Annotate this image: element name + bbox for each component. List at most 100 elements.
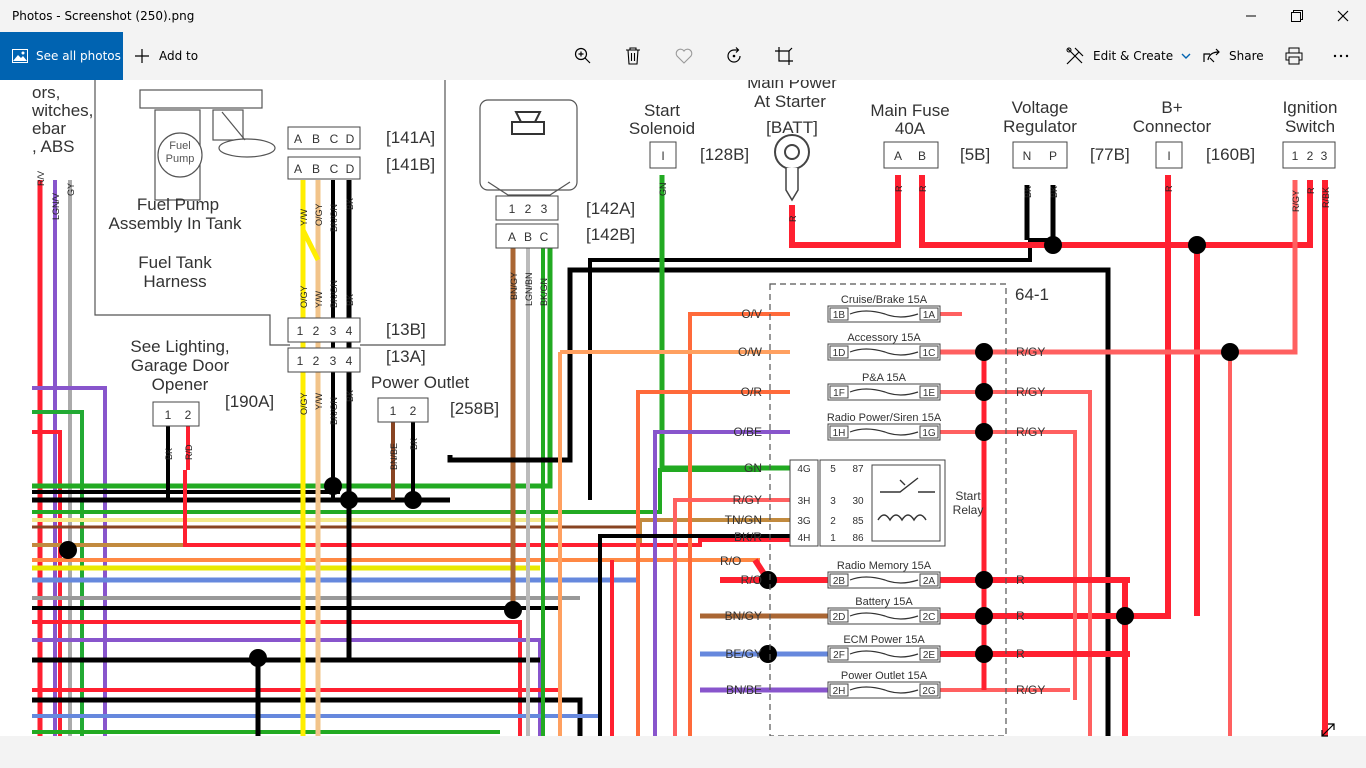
svg-text:BN/BE: BN/BE: [389, 443, 399, 470]
svg-text:Relay: Relay: [953, 503, 984, 517]
svg-text:B: B: [918, 149, 926, 163]
minimize-button[interactable]: [1228, 0, 1274, 32]
svg-text:R: R: [1164, 185, 1174, 192]
svg-text:D: D: [346, 132, 355, 146]
fuse-out-pin: 2A: [923, 576, 936, 587]
print-button[interactable]: [1285, 32, 1303, 80]
zoom-button[interactable]: [574, 32, 592, 80]
fuse-in-pin: 2D: [833, 612, 846, 623]
fuse-wire-label: O/W: [738, 345, 763, 359]
add-to-button[interactable]: Add to: [135, 32, 198, 80]
relay-wire-label: R/GY: [733, 493, 762, 507]
relay-pin: 4H: [798, 533, 811, 544]
svg-text:R: R: [894, 185, 904, 192]
relay-pin: 3G: [797, 516, 811, 527]
svg-text:Harness: Harness: [143, 272, 206, 291]
connector-141a: [141A]: [386, 128, 435, 147]
relay-wire-label: TN/GN: [725, 513, 762, 527]
fuse-out-pin: 1A: [923, 310, 936, 321]
svg-text:I: I: [1167, 149, 1170, 163]
svg-text:D: D: [346, 162, 355, 176]
fuse-wire-label: R/O: [741, 573, 762, 587]
fuse-in-pin: 1F: [833, 388, 845, 399]
fuel-pump-assembly-label: Assembly In Tank: [109, 214, 242, 233]
share-label: Share: [1229, 49, 1264, 63]
svg-text:R/BK: R/BK: [1321, 187, 1331, 208]
svg-text:Opener: Opener: [152, 375, 209, 394]
svg-text:A: A: [294, 162, 302, 176]
fuse-right-label: R/GY: [1016, 425, 1045, 439]
svg-text:2: 2: [185, 408, 192, 422]
box-label: 64-1: [1015, 285, 1049, 304]
fuse-name: Radio Power/Siren 15A: [827, 412, 942, 424]
svg-text:4: 4: [346, 354, 353, 368]
fuse-right-label: R: [1016, 573, 1025, 587]
main-fuse-label: Main Fuse: [870, 101, 949, 120]
relay-terminal-b: 30: [852, 496, 864, 507]
fuse-wire-label: BE/GY: [725, 647, 762, 661]
delete-button[interactable]: [625, 32, 641, 80]
svg-text:B: B: [312, 162, 320, 176]
share-button[interactable]: Share: [1203, 32, 1264, 80]
fuse-wire-label: O/BE: [733, 425, 762, 439]
ignition-label: Ignition: [1283, 98, 1338, 117]
fuse-right-label: R/GY: [1016, 385, 1045, 399]
svg-text:Y/W: Y/W: [314, 290, 324, 308]
crop-button[interactable]: [775, 32, 793, 80]
fuse-name: Power Outlet 15A: [841, 670, 928, 682]
expand-icon[interactable]: [1320, 722, 1336, 738]
relay-wire-label: BK/R: [734, 530, 762, 544]
crop-icon: [775, 47, 793, 65]
svg-text:R/V: R/V: [36, 171, 46, 186]
svg-text:1: 1: [509, 202, 516, 216]
power-outlet-label: Power Outlet: [371, 373, 470, 392]
svg-text:A: A: [508, 230, 516, 244]
svg-text:R: R: [1306, 187, 1316, 194]
svg-text:Pump: Pump: [166, 153, 195, 165]
restore-button[interactable]: [1274, 0, 1320, 32]
svg-text:R: R: [788, 215, 798, 222]
svg-text:3: 3: [1321, 149, 1328, 163]
svg-text:BK/GN: BK/GN: [329, 397, 339, 425]
svg-text:2: 2: [525, 202, 532, 216]
fuse-out-pin: 2E: [923, 650, 936, 661]
rotate-button[interactable]: [725, 32, 743, 80]
connector-5b: [5B]: [960, 145, 990, 164]
svg-text:R/GY: R/GY: [1291, 190, 1301, 212]
svg-text:2: 2: [313, 324, 320, 338]
fuse-right-label: R: [1016, 609, 1025, 623]
bottom-bar: [0, 736, 1366, 768]
delete-icon: [626, 47, 640, 65]
favorite-button[interactable]: [675, 32, 693, 80]
relay-terminal-a: 1: [830, 533, 836, 544]
svg-text:Switch: Switch: [1285, 117, 1335, 136]
relay-terminal-b: 86: [852, 533, 864, 544]
relay-terminal-b: 87: [852, 464, 864, 475]
more-button[interactable]: [1333, 32, 1349, 80]
svg-text:I: I: [661, 149, 664, 163]
close-button[interactable]: [1320, 0, 1366, 32]
fuel-pump-label: Fuel Pump: [137, 195, 219, 214]
fuel-tank-label: Fuel Tank: [138, 253, 212, 272]
fuse-in-pin: 2B: [833, 576, 846, 587]
fuse-name: Cruise/Brake 15A: [841, 294, 928, 306]
svg-text:O/GY: O/GY: [299, 392, 309, 415]
plus-icon: [135, 49, 149, 63]
svg-text:BK/GN: BK/GN: [329, 204, 339, 232]
start-solenoid-label: Start: [644, 101, 680, 120]
svg-text:GN: GN: [658, 183, 668, 197]
photo-canvas[interactable]: Fuel Pump ors, witches, ebar , ABS Fuel …: [32, 80, 1352, 736]
connector-160b: [160B]: [1206, 145, 1255, 164]
toolbar: See all photos Add to Edit & Create Shar…: [0, 32, 1366, 80]
edit-create-button[interactable]: Edit & Create: [1065, 32, 1191, 80]
connector-142a: [142A]: [586, 199, 635, 218]
fuse-out-pin: 1G: [922, 428, 936, 439]
see-all-photos-button[interactable]: See all photos: [0, 32, 123, 80]
